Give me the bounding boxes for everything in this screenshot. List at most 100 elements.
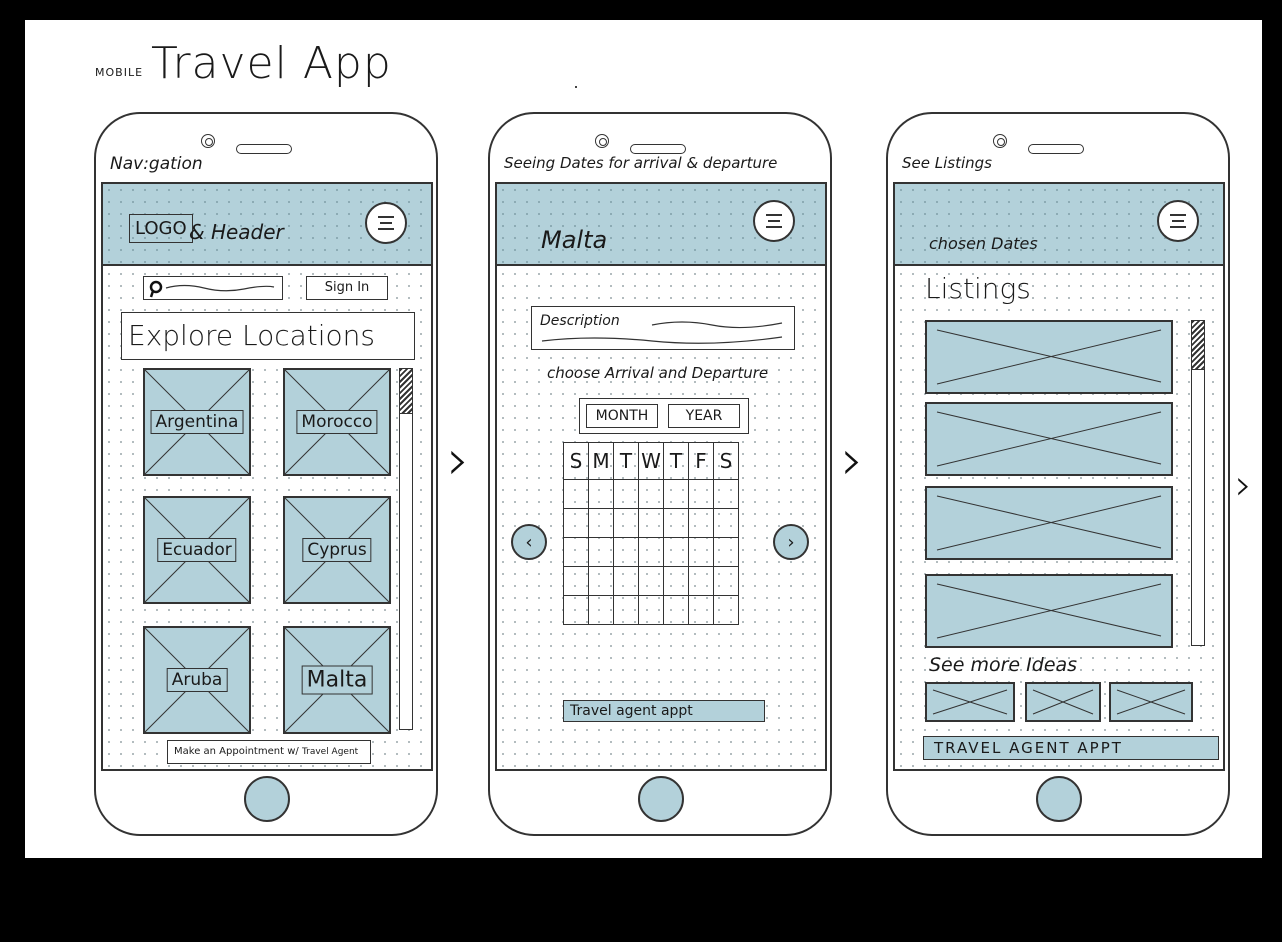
calendar-day[interactable] [563,595,589,625]
idea-card[interactable] [925,682,1015,722]
sign-in-button[interactable]: Sign In [306,276,388,300]
calendar-day[interactable] [588,508,614,538]
calendar-day[interactable] [563,537,589,567]
calendar-day[interactable] [663,595,689,625]
chevron-right-icon: › [447,428,470,493]
tile-label: Cyprus [302,538,372,562]
calendar-day[interactable] [638,595,664,625]
appointment-label: Make an Appointment w/ [174,746,299,757]
home-button[interactable] [244,776,290,822]
calendar-day[interactable] [588,537,614,567]
screen: Malta Description choose Arrival and Dep… [495,182,827,771]
home-button[interactable] [638,776,684,822]
listing-card[interactable] [925,402,1173,476]
calendar-day[interactable] [638,508,664,538]
appointment-small-label: Travel Agent [301,747,359,757]
listing-card[interactable] [925,486,1173,560]
title-big: Travel App [151,38,392,89]
weekday: S [713,442,739,480]
calendar-day[interactable] [588,595,614,625]
tile-argentina[interactable]: Argentina [143,368,251,476]
search-input[interactable] [143,276,283,300]
scroll-thumb[interactable] [1192,321,1204,370]
screen-label: See Listings [902,154,992,172]
tile-ecuador[interactable]: Ecuador [143,496,251,604]
calendar-day[interactable] [713,537,739,567]
tile-morocco[interactable]: Morocco [283,368,391,476]
appointment-button[interactable]: Make an Appointment w/ Travel Agent [167,740,371,764]
month-select[interactable]: MONTH [586,404,658,428]
chosen-dates-label: chosen Dates [929,234,1038,253]
listing-card[interactable] [925,320,1173,394]
next-month-button[interactable]: › [773,524,809,560]
description-lines [541,321,783,344]
idea-card[interactable] [1025,682,1101,722]
calendar-day[interactable] [613,479,639,509]
calendar-day[interactable] [713,508,739,538]
camera-icon [595,134,609,148]
calendar-day[interactable] [638,566,664,596]
calendar-day[interactable] [663,566,689,596]
calendar-day[interactable] [563,479,589,509]
image-placeholder-icon [936,583,1162,639]
speaker-icon [236,144,292,154]
tile-label: Morocco [296,410,378,434]
chevron-right-icon: › [1235,460,1252,509]
home-button[interactable] [1036,776,1082,822]
calendar-day[interactable] [588,566,614,596]
tile-cyprus[interactable]: Cyprus [283,496,391,604]
travel-agent-button[interactable]: TRAVEL AGENT APPT [923,736,1219,760]
scrollbar[interactable] [1191,320,1205,646]
calendar-day[interactable] [688,595,714,625]
calendar-day[interactable] [638,537,664,567]
weekday: F [688,442,714,480]
idea-card[interactable] [1109,682,1193,722]
weekday: M [588,442,614,480]
calendar-day[interactable] [663,479,689,509]
travel-agent-button[interactable]: Travel agent appt [563,700,765,722]
hamburger-menu-icon[interactable] [753,200,795,242]
tile-label: Malta [301,665,373,695]
description-label: Description [540,313,620,329]
calendar-day[interactable] [613,566,639,596]
calendar-day[interactable] [563,566,589,596]
scroll-thumb[interactable] [400,369,412,414]
weekday: W [638,442,664,480]
app-header: chosen Dates [895,184,1223,266]
calendar-day[interactable] [688,566,714,596]
image-placeholder-icon [936,411,1162,467]
image-placeholder-icon [1116,689,1186,715]
logo[interactable]: LOGO [129,214,193,243]
tile-label: Ecuador [157,538,237,562]
calendar-day[interactable] [663,508,689,538]
prev-month-button[interactable]: ‹ [511,524,547,560]
tile-label: Argentina [150,410,244,434]
calendar-day[interactable] [613,595,639,625]
listing-card[interactable] [925,574,1173,648]
weekday: T [613,442,639,480]
tile-aruba[interactable]: Aruba [143,626,251,734]
calendar-day[interactable] [613,537,639,567]
calendar-day[interactable] [613,508,639,538]
calendar-day[interactable] [563,508,589,538]
calendar-day[interactable] [713,566,739,596]
tile-malta[interactable]: Malta [283,626,391,734]
choose-dates-label: choose Arrival and Departure [547,364,769,382]
header-text: & Header [189,220,284,244]
scrollbar[interactable] [399,368,413,730]
calendar-day[interactable] [713,479,739,509]
calendar-day[interactable] [663,537,689,567]
year-select[interactable]: YEAR [668,404,740,428]
camera-icon [993,134,1007,148]
calendar-day[interactable] [688,508,714,538]
calendar-day[interactable] [713,595,739,625]
calendar-day[interactable] [688,479,714,509]
calendar-day[interactable] [638,479,664,509]
phone-listings: See Listings chosen Dates Listings [886,112,1230,836]
month-year-picker: MONTH YEAR [579,398,749,434]
image-placeholder-icon [936,495,1162,551]
calendar-day[interactable] [688,537,714,567]
hamburger-menu-icon[interactable] [1157,200,1199,242]
hamburger-menu-icon[interactable] [365,202,407,244]
calendar-day[interactable] [588,479,614,509]
